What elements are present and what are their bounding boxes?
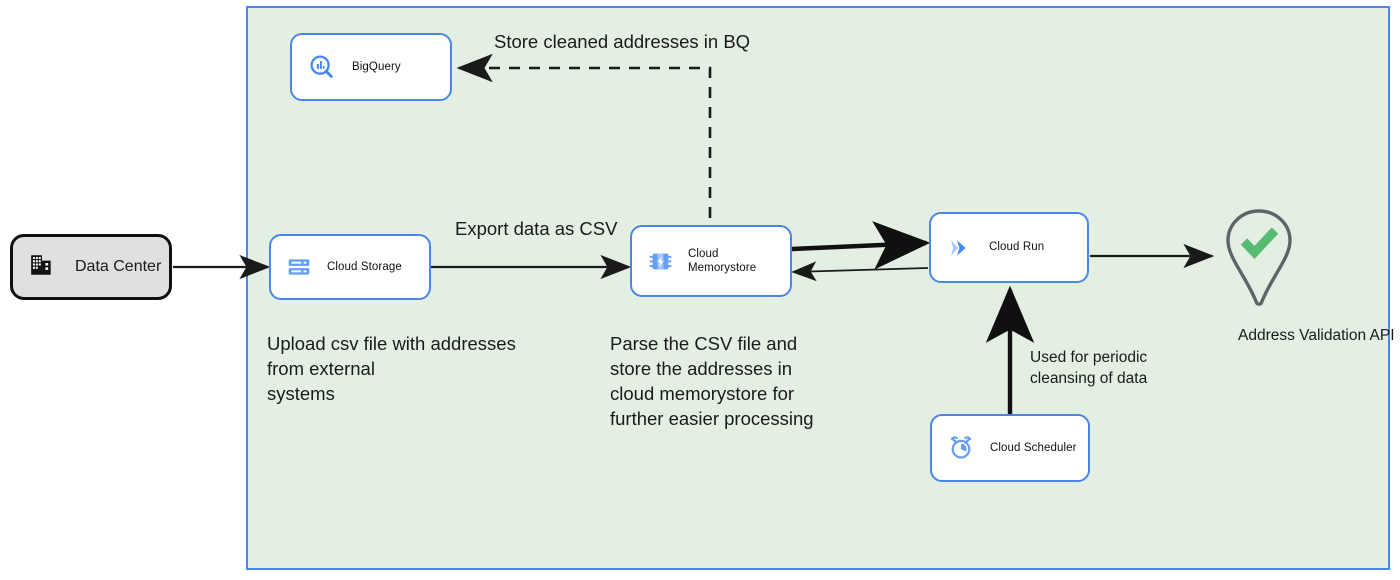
note-scheduler-periodic-cleansing: Used for periodic cleansing of data [1030,349,1148,387]
cloud-scheduler-icon [946,433,976,463]
data-center-building-icon [29,252,59,282]
node-cloud-memorystore[interactable]: Cloud Memorystore [630,225,792,297]
edge-label-store-cleaned-in-bq: Store cleaned addresses in BQ [494,31,751,52]
map-pin-check-icon [1215,206,1303,310]
cloud-run-icon [945,233,975,263]
cloud-storage-icon [285,253,313,281]
node-label-bigquery: BigQuery [352,60,401,73]
node-cloud-run[interactable]: Cloud Run [929,212,1089,283]
node-label-data-center: Data Center [75,258,162,275]
edge-memorystore-to-cloud-run [791,221,931,270]
note-parse-csv: Parse the CSV file and store the address… [610,333,814,429]
node-address-validation-api[interactable] [1215,206,1303,310]
node-label-cloud-scheduler: Cloud Scheduler [990,441,1077,454]
edge-memorystore-to-bigquery [456,53,712,218]
node-bigquery[interactable]: BigQuery [290,33,452,101]
node-label-cloud-memorystore: Cloud Memorystore [688,247,757,274]
edge-label-export-data-as-csv: Export data as CSV [455,218,618,239]
node-cloud-storage[interactable]: Cloud Storage [269,234,431,300]
edge-cloud-run-to-memorystore [791,261,929,282]
node-label-cloud-storage: Cloud Storage [327,260,402,273]
label-address-validation-api: Address Validation API [1238,327,1395,344]
bigquery-icon [307,52,337,82]
cloud-memorystore-icon [646,247,674,275]
node-label-cloud-run: Cloud Run [989,241,1045,254]
node-cloud-scheduler[interactable]: Cloud Scheduler [930,414,1090,482]
node-data-center[interactable]: Data Center [10,234,172,300]
note-upload-csv: Upload csv file with addresses from exte… [267,333,516,404]
